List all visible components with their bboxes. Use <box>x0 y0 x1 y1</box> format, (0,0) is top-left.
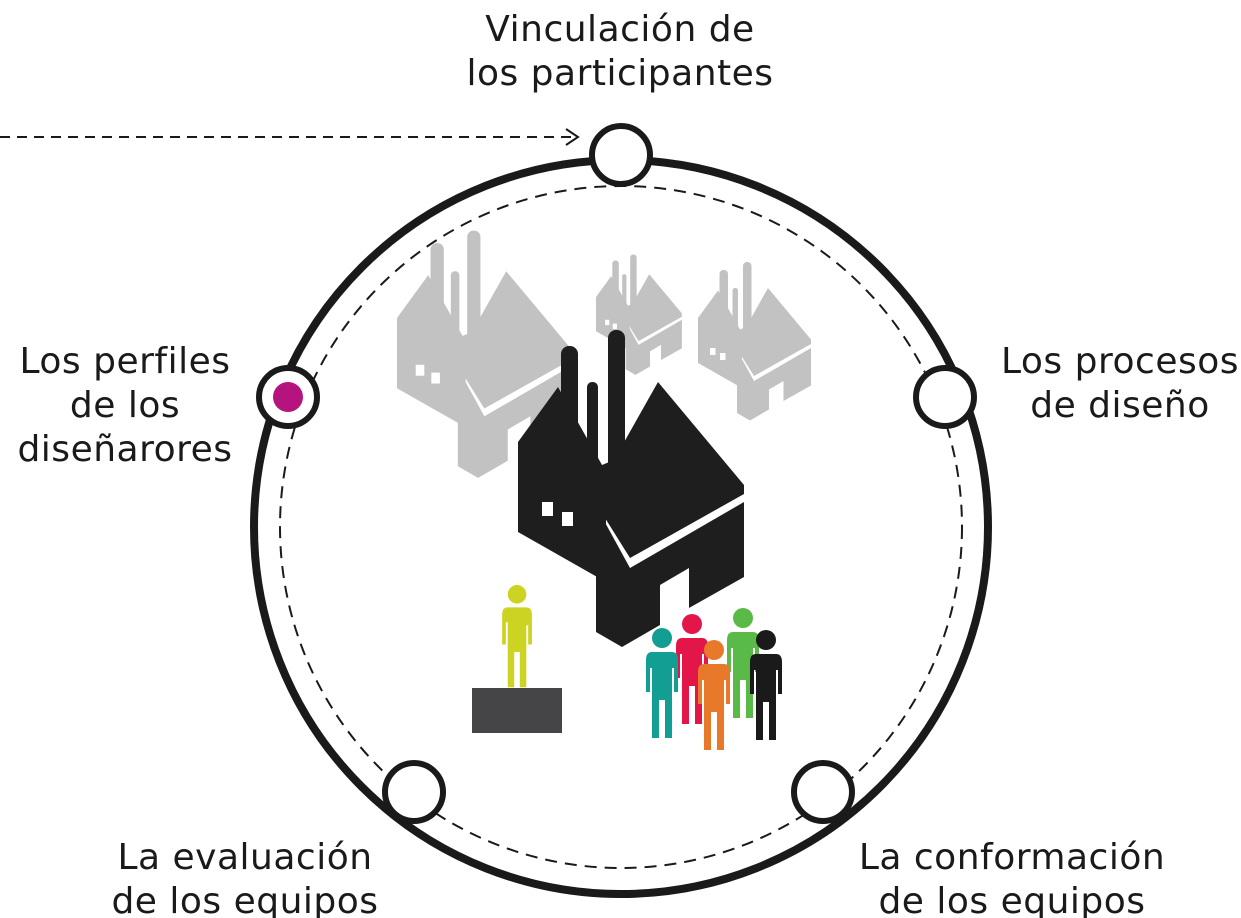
node-bottom-right[interactable] <box>791 760 855 824</box>
stage-label-line: de los <box>69 385 181 426</box>
person-teal <box>646 628 678 738</box>
stage-label-line: de diseño <box>1030 385 1210 426</box>
stage-label-line: de los equipos <box>878 881 1146 918</box>
stage-nodes <box>256 123 977 824</box>
stage-label-bottom-right: La conformación de los equipos <box>832 836 1192 918</box>
thinking-person-icon <box>502 585 532 688</box>
arrowhead-icon <box>565 128 580 146</box>
stage-label-right: Los procesos de diseño <box>975 340 1241 428</box>
stage-label-line: Los procesos <box>1000 341 1239 382</box>
pedestal <box>472 688 562 733</box>
node-bottom-left[interactable] <box>382 760 446 824</box>
stage-label-line: La conformación <box>858 837 1166 878</box>
stage-label-top: Vinculación de los participantes <box>420 8 820 96</box>
stage-label-line: La evaluación <box>117 837 373 878</box>
stage-label-line: diseñarores <box>17 429 233 470</box>
node-right[interactable] <box>913 365 977 429</box>
background-factories <box>397 230 811 478</box>
stage-label-line: Vinculación de <box>485 9 755 50</box>
stage-label-line: de los equipos <box>111 881 379 918</box>
factory-icon <box>698 262 811 421</box>
entry-arrow <box>0 128 580 146</box>
stage-label-left: Los perfiles de los diseñarores <box>0 340 250 472</box>
node-top[interactable] <box>589 123 653 187</box>
people-group-icon <box>646 608 782 750</box>
person-orange <box>698 640 730 750</box>
active-node-dot <box>273 382 303 412</box>
stage-label-line: los participantes <box>466 53 774 94</box>
stage-label-bottom-left: La evaluación de los equipos <box>80 836 410 918</box>
stage-label-line: Los perfiles <box>19 341 231 382</box>
